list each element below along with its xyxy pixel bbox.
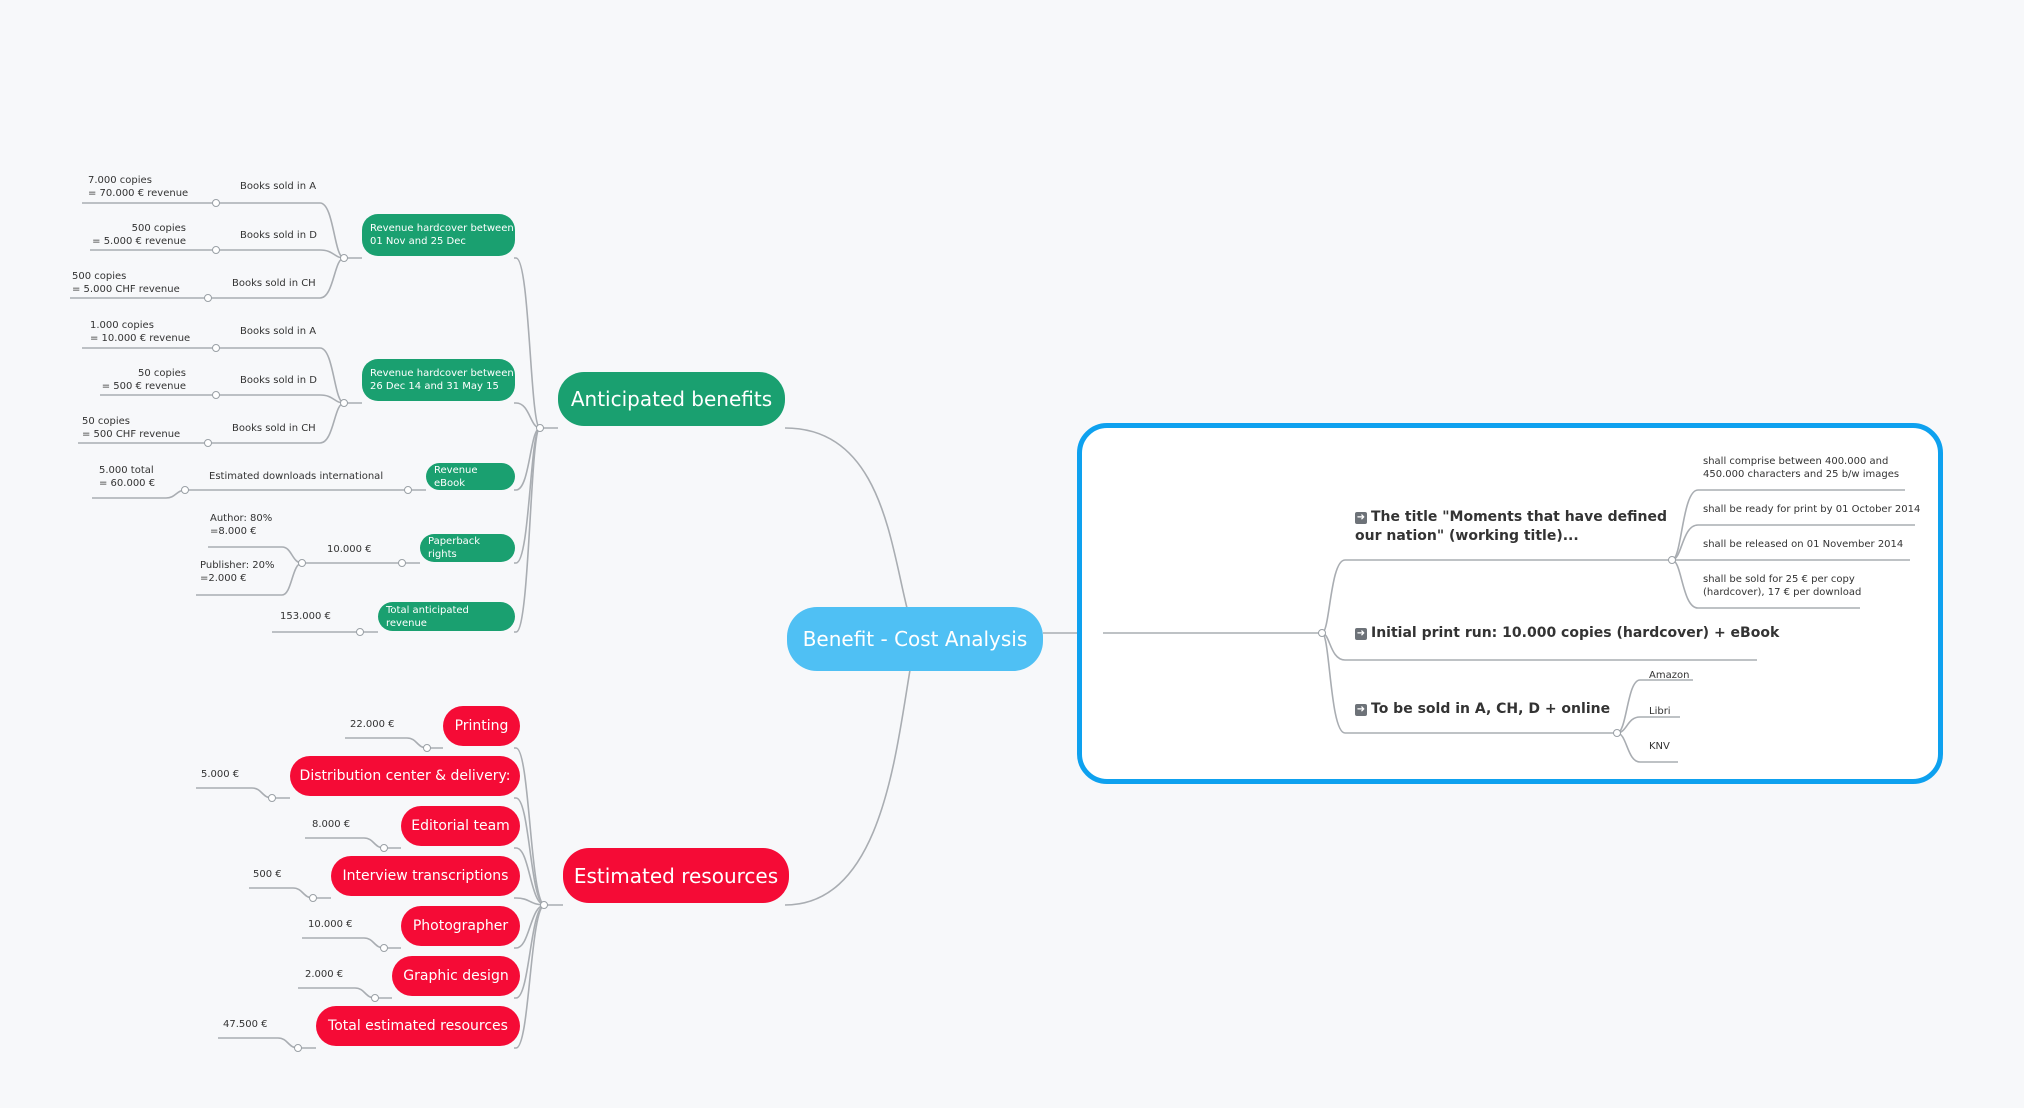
editorial-value: 8.000 € bbox=[312, 819, 351, 830]
total-estimated-resources-node[interactable]: Total estimated resources bbox=[316, 1006, 520, 1046]
graphic-design-node[interactable]: Graphic design bbox=[392, 956, 520, 996]
ebook-value: 5.000 total = 60.000 € bbox=[99, 465, 156, 489]
total-revenue-value: 153.000 € bbox=[280, 611, 331, 622]
title-detail-1: shall comprise between 400.000 and 450.0… bbox=[1703, 456, 1900, 480]
arrow-right-icon: ➜ bbox=[1355, 512, 1367, 524]
revenue-ebook-node[interactable]: Revenue eBook bbox=[426, 463, 515, 490]
estimated-resources-node[interactable]: Estimated resources bbox=[563, 848, 789, 903]
books-sold-a-label: Books sold in A bbox=[240, 181, 317, 192]
anticipated-benefits-node[interactable]: Anticipated benefits bbox=[558, 372, 785, 426]
junction-dot bbox=[1318, 629, 1326, 637]
revenue-hardcover-2-node[interactable]: Revenue hardcover between 26 Dec 14 and … bbox=[362, 359, 515, 401]
estimated-downloads-label: Estimated downloads international bbox=[209, 471, 384, 482]
title-detail-3: shall be released on 01 November 2014 bbox=[1703, 539, 1904, 550]
goal-title-2-text: Initial print run: 10.000 copies (hardco… bbox=[1371, 625, 1780, 641]
goals-frame bbox=[1077, 423, 1943, 784]
title-detail-2: shall be ready for print by 01 October 2… bbox=[1703, 504, 1921, 515]
books-sold-d-label: Books sold in D bbox=[240, 230, 317, 241]
goal-title-1[interactable]: ➜The title "Moments that have defined ou… bbox=[1355, 508, 1667, 550]
printing-value: 22.000 € bbox=[350, 719, 395, 730]
junction-dot bbox=[380, 944, 388, 952]
junction-dot bbox=[309, 894, 317, 902]
books-d-value-2: 50 copies = 500 € revenue bbox=[101, 368, 186, 392]
channel-amazon: Amazon bbox=[1649, 670, 1690, 681]
editorial-team-node[interactable]: Editorial team bbox=[401, 806, 520, 846]
paperback-author: Author: 80% =8.000 € bbox=[210, 513, 273, 537]
junction-dot bbox=[298, 559, 306, 567]
junction-dot bbox=[212, 391, 220, 399]
printing-node[interactable]: Printing bbox=[443, 706, 520, 746]
junction-dot bbox=[340, 254, 348, 262]
books-ch-value-2: 50 copies = 500 CHF revenue bbox=[82, 416, 181, 440]
books-sold-ch-label-2: Books sold in CH bbox=[232, 423, 316, 434]
junction-dot bbox=[380, 844, 388, 852]
arrow-right-icon: ➜ bbox=[1355, 704, 1367, 716]
junction-dot bbox=[423, 744, 431, 752]
goal-title-2[interactable]: ➜ Initial print run: 10.000 copies (hardc… bbox=[1355, 624, 1779, 647]
books-sold-ch-label: Books sold in CH bbox=[232, 278, 316, 289]
total-anticipated-revenue-node[interactable]: Total anticipated revenue bbox=[378, 602, 515, 631]
goal-title-1-text: The title "Moments that have defined our… bbox=[1355, 509, 1667, 544]
junction-dot bbox=[268, 794, 276, 802]
books-sold-a-label-2: Books sold in A bbox=[240, 326, 317, 337]
junction-dot bbox=[356, 628, 364, 636]
junction-dot bbox=[536, 424, 544, 432]
books-a-value-2: 1.000 copies = 10.000 € revenue bbox=[90, 320, 191, 344]
channel-libri: Libri bbox=[1649, 706, 1671, 717]
junction-dot bbox=[181, 486, 189, 494]
root-node[interactable]: Benefit - Cost Analysis bbox=[787, 607, 1043, 671]
junction-dot bbox=[212, 344, 220, 352]
paperback-value: 10.000 € bbox=[327, 544, 372, 555]
goal-title-3[interactable]: ➜ To be sold in A, CH, D + online bbox=[1355, 700, 1610, 723]
books-a-value: 7.000 copies = 70.000 € revenue bbox=[88, 175, 189, 199]
photographer-node[interactable]: Photographer bbox=[401, 906, 520, 946]
junction-dot bbox=[540, 901, 548, 909]
distribution-value: 5.000 € bbox=[201, 769, 240, 780]
goal-title-3-text: To be sold in A, CH, D + online bbox=[1371, 701, 1611, 717]
books-ch-value: 500 copies = 5.000 CHF revenue bbox=[72, 271, 180, 295]
junction-dot bbox=[1613, 729, 1621, 737]
junction-dot bbox=[204, 439, 212, 447]
interview-transcriptions-node[interactable]: Interview transcriptions bbox=[331, 856, 520, 896]
interview-value: 500 € bbox=[253, 869, 282, 880]
junction-dot bbox=[404, 486, 412, 494]
channel-knv: KNV bbox=[1649, 741, 1670, 752]
junction-dot bbox=[340, 399, 348, 407]
total-resources-value: 47.500 € bbox=[223, 1019, 268, 1030]
graphic-design-value: 2.000 € bbox=[305, 969, 344, 980]
paperback-publisher: Publisher: 20% =2.000 € bbox=[200, 560, 275, 584]
paperback-rights-node[interactable]: Paperback rights bbox=[420, 534, 515, 562]
photographer-value: 10.000 € bbox=[308, 919, 353, 930]
title-detail-4: shall be sold for 25 € per copy (hardcov… bbox=[1703, 574, 1862, 598]
junction-dot bbox=[212, 246, 220, 254]
books-d-value: 500 copies = 5.000 € revenue bbox=[92, 223, 186, 247]
junction-dot bbox=[1668, 556, 1676, 564]
distribution-node[interactable]: Distribution center & delivery: bbox=[290, 756, 520, 796]
junction-dot bbox=[294, 1044, 302, 1052]
junction-dot bbox=[212, 199, 220, 207]
arrow-right-icon: ➜ bbox=[1355, 628, 1367, 640]
junction-dot bbox=[371, 994, 379, 1002]
junction-dot bbox=[204, 294, 212, 302]
revenue-hardcover-1-node[interactable]: Revenue hardcover between 01 Nov and 25 … bbox=[362, 214, 515, 256]
junction-dot bbox=[398, 559, 406, 567]
books-sold-d-label-2: Books sold in D bbox=[240, 375, 317, 386]
